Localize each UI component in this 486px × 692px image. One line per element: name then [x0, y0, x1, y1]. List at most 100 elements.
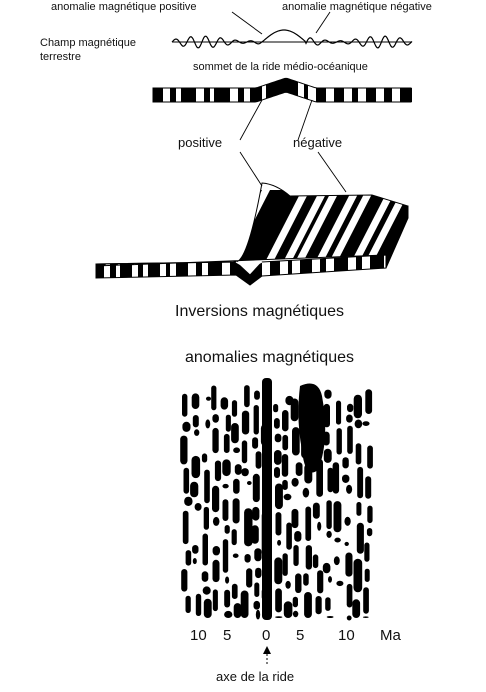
anomaly-blob [342, 474, 350, 483]
anomaly-blob [282, 553, 288, 576]
anomaly-dot [362, 421, 370, 427]
anomaly-dot [346, 484, 353, 494]
anomaly-dot [277, 539, 282, 546]
anomaly-blob [244, 554, 251, 563]
anomaly-blob [346, 583, 353, 608]
anomaly-dot [336, 580, 344, 587]
negative-anomaly-label: anomalie magnétique négative [282, 1, 432, 13]
anomaly-large-blob [298, 383, 326, 473]
anomaly-blob [295, 462, 303, 476]
strip-black-band [366, 88, 376, 102]
anomaly-dot [225, 576, 230, 584]
block-top-band [300, 190, 352, 266]
anomaly-blob [365, 476, 372, 499]
strip-black-band [352, 88, 358, 102]
anomaly-blob [241, 410, 250, 435]
anomaly-blob [356, 522, 364, 554]
anomaly-blob [201, 571, 209, 582]
block-top-band [196, 190, 242, 266]
anomaly-blob [326, 500, 332, 530]
anomaly-blob [323, 448, 332, 463]
anomaly-dot [194, 429, 200, 436]
strip-black-band [304, 84, 308, 100]
block-top-band [288, 190, 332, 266]
anomaly-blob [212, 559, 220, 583]
field-wave [171, 29, 413, 49]
anomaly-dot [317, 521, 322, 531]
block-front-band [96, 255, 104, 285]
block-front-band [196, 255, 202, 285]
anomaly-dot [205, 419, 211, 429]
anomaly-dot [192, 558, 197, 565]
positive-strip-pointer [239, 99, 263, 141]
anomaly-blob [347, 425, 353, 454]
axis-arrow-head [263, 646, 271, 654]
block-front-band [138, 255, 143, 285]
anomaly-blob [231, 529, 237, 546]
anomaly-blob [365, 389, 373, 414]
oceanic-block-3d [95, 182, 409, 290]
anomaly-blob [222, 499, 229, 521]
anomaly-blob [281, 454, 289, 477]
anomaly-blob [190, 481, 199, 498]
block-front-band [120, 255, 132, 285]
anomaly-dot [233, 447, 241, 454]
anomaly-blob [220, 397, 229, 410]
field-label-line1: Champ magnétique [40, 37, 137, 49]
anomaly-blob [352, 599, 361, 618]
anomaly-blob [304, 592, 312, 618]
block-top-band [270, 190, 320, 266]
unit-label: Ma [380, 627, 401, 644]
anomaly-blob [192, 415, 199, 428]
anomaly-blob [346, 414, 353, 423]
anomaly-dot [333, 556, 340, 566]
anomaly-blob [231, 423, 239, 444]
anomaly-blob [355, 443, 362, 465]
anomaly-blob [241, 440, 248, 464]
block-front-band [320, 255, 326, 285]
anomaly-blob [251, 525, 259, 544]
anomaly-blob [182, 393, 188, 417]
anomaly-blob [253, 600, 260, 610]
anomaly-blob [312, 502, 320, 519]
anomaly-blob [286, 522, 292, 550]
inversions-title: Inversions magnétiques [175, 303, 344, 320]
anomaly-blob [275, 588, 282, 613]
anomaly-blob [295, 573, 302, 593]
anomaly-blob [203, 506, 209, 530]
anomaly-blob [255, 451, 262, 469]
anomaly-blob [315, 596, 322, 615]
anomaly-blob [275, 512, 282, 536]
tick-label: 5 [223, 627, 232, 644]
anomaly-dot [283, 493, 292, 501]
anomaly-blob [357, 466, 364, 499]
anomaly-blob [244, 508, 253, 547]
anomaly-dot [222, 483, 229, 489]
strip-black-band [238, 88, 244, 102]
anomaly-dot [291, 477, 299, 487]
anomaly-blob [183, 467, 190, 494]
anomaly-blob [231, 400, 238, 417]
block-top-band [148, 190, 200, 266]
block-front-band [110, 255, 116, 285]
anomaly-blob [214, 460, 222, 482]
anomaly-map [180, 378, 373, 621]
anomaly-blob [322, 562, 331, 574]
anomaly-blob [182, 421, 191, 432]
anomaly-blob [292, 596, 298, 608]
block-top-band [166, 190, 210, 266]
anomaly-blob [353, 558, 363, 593]
strip-black-band [400, 88, 412, 102]
ridge-axis-label: axe de la ride [216, 669, 295, 684]
anomaly-blob [192, 545, 199, 554]
block-front-band [392, 250, 400, 290]
anomaly-blob [305, 506, 312, 541]
block-top-band [96, 190, 144, 266]
negative-label: négative [293, 135, 343, 150]
anomaly-blob [184, 496, 193, 506]
anomaly-blob [282, 434, 289, 451]
anomaly-dot [255, 609, 261, 620]
anomaly-blob [252, 506, 260, 521]
anomaly-blob [180, 435, 188, 465]
